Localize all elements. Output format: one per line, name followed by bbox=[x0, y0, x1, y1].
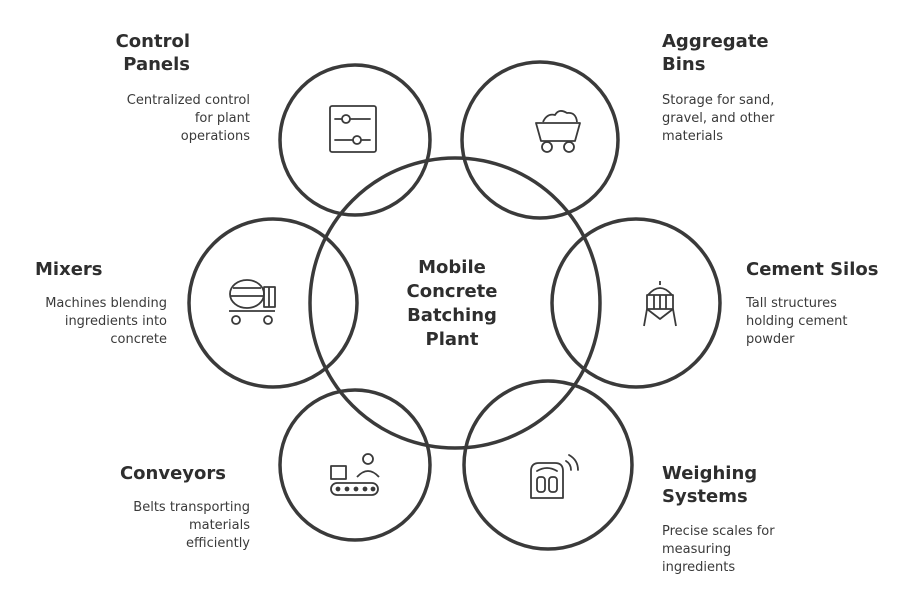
conveyors-circle bbox=[278, 388, 432, 542]
mixers-description: Machines blending ingredients into concr… bbox=[10, 295, 167, 349]
title-line: Aggregate bbox=[662, 31, 769, 52]
desc-line: efficiently bbox=[186, 536, 250, 551]
desc-line: materials bbox=[662, 129, 724, 144]
control-panels-circle bbox=[278, 63, 432, 217]
desc-line: ingredients into bbox=[64, 314, 167, 329]
control-panels-title: Control Panels bbox=[60, 30, 190, 76]
control-panels-description: Centralized control for plant operations bbox=[60, 92, 250, 146]
weighing-scale-icon bbox=[530, 454, 579, 499]
weighing-systems-title: Weighing Systems bbox=[662, 462, 862, 508]
desc-line: holding cement bbox=[746, 314, 848, 329]
title-line: Mixers bbox=[35, 259, 103, 280]
weighing-systems-description: Precise scales for measuring ingredients bbox=[662, 523, 862, 577]
cement-silos-description: Tall structures holding cement powder bbox=[746, 295, 906, 349]
desc-line: Tall structures bbox=[746, 296, 837, 311]
desc-line: materials bbox=[188, 518, 250, 533]
desc-line: for plant bbox=[194, 111, 250, 126]
silo-tower-icon bbox=[643, 281, 677, 327]
conveyors-description: Belts transporting materials efficiently bbox=[60, 499, 250, 553]
desc-line: Precise scales for bbox=[662, 524, 775, 539]
title-line: Cement Silos bbox=[746, 259, 879, 280]
mixers-title: Mixers bbox=[35, 258, 185, 281]
conveyors-title: Conveyors bbox=[60, 462, 226, 485]
center-title-line: Batching bbox=[407, 305, 497, 326]
weighing-systems-circle bbox=[462, 379, 634, 551]
desc-line: Storage for sand, bbox=[662, 93, 775, 108]
conveyor-belt-icon bbox=[330, 453, 380, 496]
center-title: Mobile Concrete Batching Plant bbox=[372, 256, 532, 352]
desc-line: measuring bbox=[662, 542, 732, 557]
aggregate-bins-description: Storage for sand, gravel, and other mate… bbox=[662, 92, 862, 146]
cement-silos-title: Cement Silos bbox=[746, 258, 906, 281]
aggregate-bins-circle bbox=[460, 60, 620, 220]
desc-line: powder bbox=[746, 332, 795, 347]
desc-line: Belts transporting bbox=[133, 500, 250, 515]
desc-line: Machines blending bbox=[45, 296, 167, 311]
concrete-mixer-icon bbox=[229, 279, 276, 325]
mine-cart-icon bbox=[535, 110, 581, 153]
desc-line: ingredients bbox=[662, 560, 736, 575]
title-line: Weighing bbox=[662, 463, 758, 484]
mixers-circle bbox=[187, 217, 359, 389]
desc-line: operations bbox=[180, 129, 250, 144]
center-title-line: Mobile bbox=[418, 257, 486, 278]
desc-line: gravel, and other bbox=[662, 111, 775, 126]
cement-silos-circle bbox=[550, 217, 722, 389]
center-circle bbox=[308, 156, 602, 450]
title-line: Conveyors bbox=[119, 463, 226, 484]
desc-line: Centralized control bbox=[126, 93, 250, 108]
title-line: Bins bbox=[662, 54, 706, 75]
title-line: Panels bbox=[123, 54, 190, 75]
control-panel-icon bbox=[329, 105, 377, 153]
aggregate-bins-title: Aggregate Bins bbox=[662, 30, 862, 76]
center-title-line: Concrete bbox=[406, 281, 498, 302]
title-line: Control bbox=[115, 31, 190, 52]
center-title-line: Plant bbox=[425, 329, 479, 350]
title-line: Systems bbox=[662, 486, 748, 507]
desc-line: concrete bbox=[110, 332, 167, 347]
